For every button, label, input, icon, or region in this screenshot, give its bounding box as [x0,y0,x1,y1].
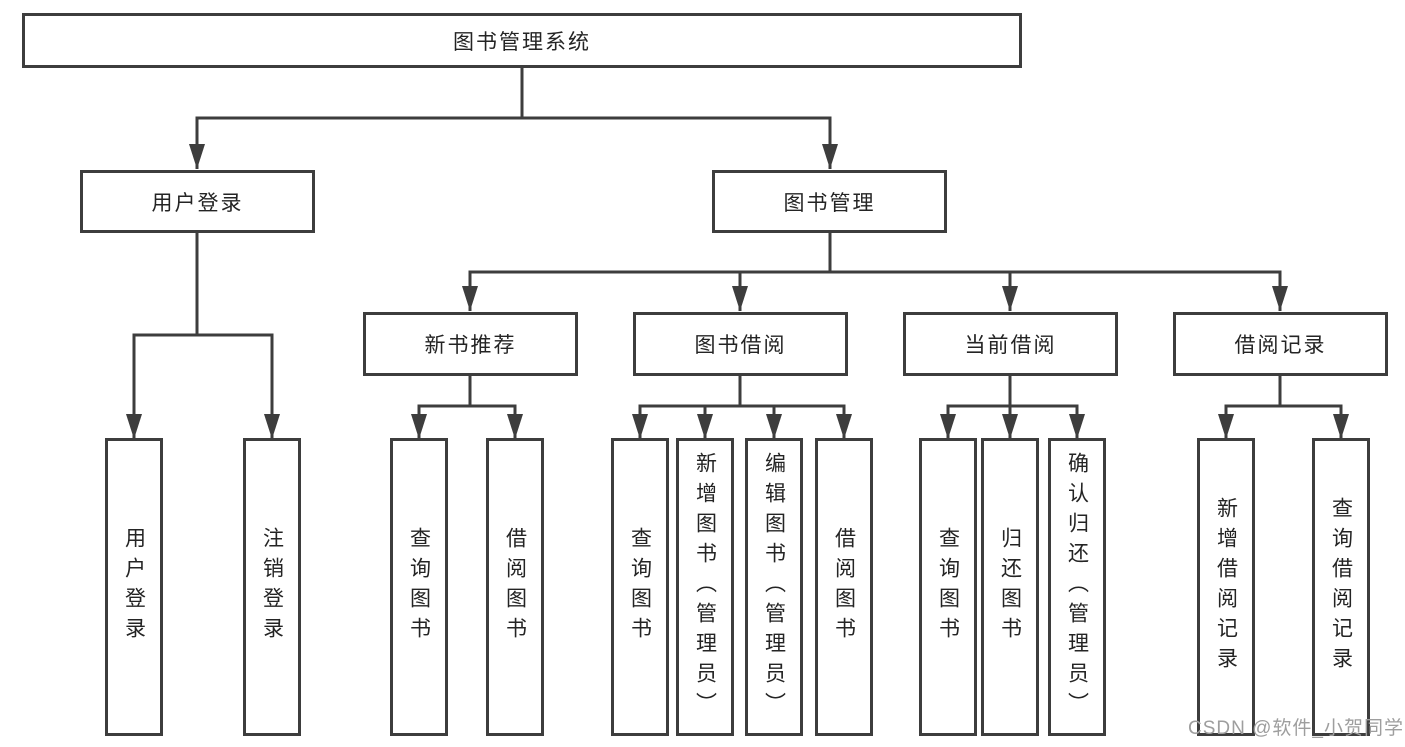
leaf-borrow-books-label: 借阅图书 [832,527,856,647]
leaf-query-books-recommend: 查询图书 [390,438,448,736]
leaf-query-books-borrow: 查询图书 [611,438,669,736]
node-new-book-recommend: 新书推荐 [363,312,578,376]
node-current-borrow-label: 当前借阅 [964,334,1057,357]
leaf-add-book-admin-label: 新增图书（管理员） [693,452,717,722]
leaf-edit-book-admin-label: 编辑图书（管理员） [762,452,786,722]
node-book-borrow-label: 图书借阅 [694,334,787,357]
node-user-login: 用户登录 [80,170,315,233]
leaf-query-books-current: 查询图书 [919,438,977,736]
node-book-borrow: 图书借阅 [633,312,848,376]
leaf-user-login: 用户登录 [105,438,163,736]
node-borrow-records-label: 借阅记录 [1234,334,1327,357]
csdn-watermark: CSDN @软件_小贺同学 [1188,718,1404,739]
leaf-confirm-return-admin: 确认归还（管理员） [1048,438,1106,736]
node-user-login-label: 用户登录 [151,191,244,215]
node-book-management: 图书管理 [712,170,947,233]
leaf-borrow-books-recommend-label: 借阅图书 [503,527,527,647]
leaf-query-books-borrow-label: 查询图书 [628,527,652,647]
leaf-edit-book-admin: 编辑图书（管理员） [745,438,803,736]
node-book-management-label: 图书管理 [783,191,876,215]
leaf-logout: 注销登录 [243,438,301,736]
node-borrow-records: 借阅记录 [1173,312,1388,376]
leaf-borrow-books-recommend: 借阅图书 [486,438,544,736]
leaf-return-book-label: 归还图书 [998,527,1022,647]
node-library-system-label: 图书管理系统 [453,30,591,54]
leaf-borrow-books: 借阅图书 [815,438,873,736]
leaf-query-books-current-label: 查询图书 [936,527,960,647]
leaf-confirm-return-admin-label: 确认归还（管理员） [1065,452,1089,722]
node-current-borrow: 当前借阅 [903,312,1118,376]
leaf-query-books-recommend-label: 查询图书 [407,527,431,647]
leaf-query-borrow-record-label: 查询借阅记录 [1329,497,1353,677]
leaf-add-borrow-record: 新增借阅记录 [1197,438,1255,736]
node-library-system: 图书管理系统 [22,13,1022,68]
leaf-user-login-label: 用户登录 [122,527,146,647]
node-new-book-recommend-label: 新书推荐 [424,334,517,357]
leaf-add-borrow-record-label: 新增借阅记录 [1214,497,1238,677]
leaf-add-book-admin: 新增图书（管理员） [676,438,734,736]
leaf-query-borrow-record: 查询借阅记录 [1312,438,1370,736]
leaf-return-book: 归还图书 [981,438,1039,736]
leaf-logout-label: 注销登录 [260,527,284,647]
